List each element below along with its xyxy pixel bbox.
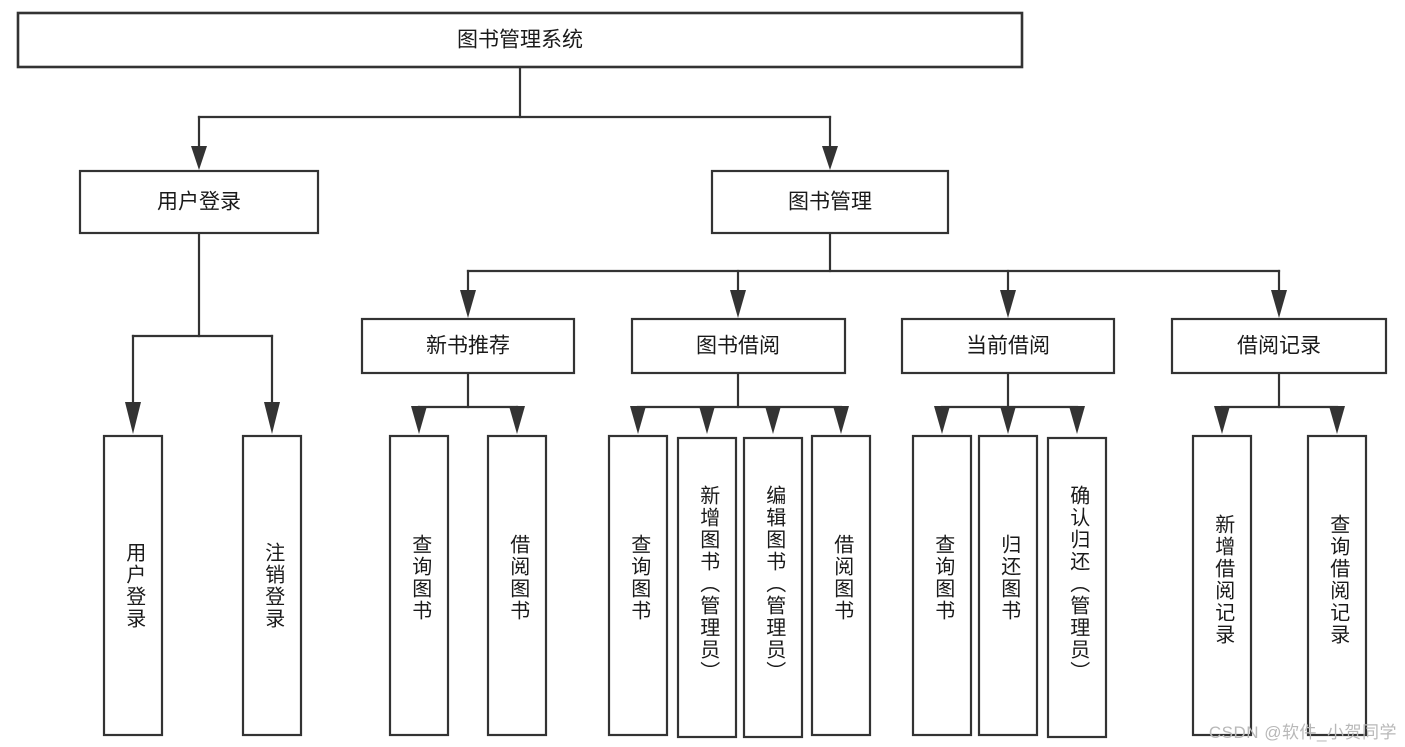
node-book-management-label: 图书管理 xyxy=(788,191,872,214)
leaf-borrow-book-2-label: 借阅图书 xyxy=(831,534,854,622)
arrow-to-leaf-confirm-return xyxy=(1069,406,1085,434)
node-book-borrow[interactable]: 图书借阅 xyxy=(630,317,847,375)
leaf-user-login-box[interactable] xyxy=(102,434,164,737)
leaf-add-book-box[interactable] xyxy=(676,436,738,739)
leaf-query-borrow-record-box[interactable] xyxy=(1306,434,1368,737)
leaf-query-book-3-box[interactable] xyxy=(911,434,973,737)
node-book-management[interactable]: 图书管理 xyxy=(710,169,950,235)
node-current-borrow-label: 当前借阅 xyxy=(966,335,1050,358)
leaf-return-book-box[interactable] xyxy=(977,434,1039,737)
node-current-borrow-box[interactable] xyxy=(900,317,1116,375)
leaf-logout-login-box[interactable] xyxy=(241,434,303,737)
node-root[interactable]: 图书管理系统 xyxy=(16,11,1024,69)
arrow-to-new-book-recommend xyxy=(460,290,476,318)
arrow-to-borrow-record xyxy=(1271,290,1287,318)
node-borrow-record-box[interactable] xyxy=(1170,317,1388,375)
arrow-to-leaf-add-book xyxy=(699,406,715,434)
connector-layer xyxy=(125,65,1345,434)
arrow-to-book-borrow xyxy=(730,290,746,318)
arrow-to-leaf-borrow-book-2 xyxy=(833,406,849,434)
leaf-confirm-return[interactable]: 确认归还（管理员） xyxy=(1046,436,1108,739)
arrow-to-leaf-query-borrow-record xyxy=(1329,406,1345,434)
leaf-borrow-book-2[interactable]: 借阅图书 xyxy=(810,434,872,737)
node-user-login-box[interactable] xyxy=(78,169,320,235)
arrow-to-leaf-add-borrow-record xyxy=(1214,406,1230,434)
leaf-query-book-1[interactable]: 查询图书 xyxy=(388,434,450,737)
node-new-book-recommend-label: 新书推荐 xyxy=(426,335,510,358)
leaf-return-book-label: 归还图书 xyxy=(998,534,1021,622)
arrow-to-leaf-user-login xyxy=(125,402,141,434)
leaf-add-borrow-record-label: 新增借阅记录 xyxy=(1212,514,1235,646)
arrow-to-book-management xyxy=(822,146,838,170)
arrow-to-leaf-logout-login xyxy=(264,402,280,434)
arrow-to-leaf-edit-book xyxy=(765,406,781,434)
leaf-borrow-book-1-box[interactable] xyxy=(486,434,548,737)
leaf-edit-book-label: 编辑图书（管理员） xyxy=(763,485,786,683)
node-borrow-record[interactable]: 借阅记录 xyxy=(1170,317,1388,375)
leaf-query-book-2[interactable]: 查询图书 xyxy=(607,434,669,737)
arrow-to-leaf-return-book xyxy=(1000,406,1016,434)
leaf-logout-login[interactable]: 注销登录 xyxy=(241,434,303,737)
csdn-watermark: CSDN @软件_小贺同学 xyxy=(1208,723,1397,742)
leaf-query-book-3[interactable]: 查询图书 xyxy=(911,434,973,737)
arrow-to-leaf-query-book-3 xyxy=(934,406,950,434)
leaf-borrow-book-1[interactable]: 借阅图书 xyxy=(486,434,548,737)
leaf-add-book-label: 新增图书（管理员） xyxy=(697,485,720,683)
leaf-query-book-3-label: 查询图书 xyxy=(932,534,955,622)
node-new-book-recommend[interactable]: 新书推荐 xyxy=(360,317,576,375)
node-book-borrow-label: 图书借阅 xyxy=(696,335,780,358)
leaf-edit-book[interactable]: 编辑图书（管理员） xyxy=(742,436,804,739)
node-new-book-recommend-box[interactable] xyxy=(360,317,576,375)
arrow-to-leaf-query-book-1 xyxy=(411,406,427,434)
node-root-box[interactable] xyxy=(16,11,1024,69)
arrow-to-leaf-borrow-book-1 xyxy=(509,406,525,434)
leaf-edit-book-box[interactable] xyxy=(742,436,804,739)
leaf-user-login-label: 用户登录 xyxy=(123,542,146,630)
arrow-to-user-login xyxy=(191,146,207,170)
leaf-confirm-return-label: 确认归还（管理员） xyxy=(1067,485,1090,683)
leaf-query-book-1-label: 查询图书 xyxy=(409,534,432,622)
leaf-query-book-2-box[interactable] xyxy=(607,434,669,737)
leaf-query-book-2-label: 查询图书 xyxy=(628,534,651,622)
leaf-query-book-1-box[interactable] xyxy=(388,434,450,737)
leaf-confirm-return-box[interactable] xyxy=(1046,436,1108,739)
node-root-label: 图书管理系统 xyxy=(457,29,583,52)
arrow-to-current-borrow xyxy=(1000,290,1016,318)
leaf-add-borrow-record-box[interactable] xyxy=(1191,434,1253,737)
leaf-query-borrow-record[interactable]: 查询借阅记录 xyxy=(1306,434,1368,737)
leaf-borrow-book-2-box[interactable] xyxy=(810,434,872,737)
leaf-add-book[interactable]: 新增图书（管理员） xyxy=(676,436,738,739)
leaf-logout-login-label: 注销登录 xyxy=(262,542,285,630)
leaf-user-login[interactable]: 用户登录 xyxy=(102,434,164,737)
leaf-query-borrow-record-label: 查询借阅记录 xyxy=(1327,514,1350,646)
arrow-to-leaf-query-book-2 xyxy=(630,406,646,434)
node-user-login[interactable]: 用户登录 xyxy=(78,169,320,235)
leaf-borrow-book-1-label: 借阅图书 xyxy=(507,534,530,622)
node-book-borrow-box[interactable] xyxy=(630,317,847,375)
node-current-borrow[interactable]: 当前借阅 xyxy=(900,317,1116,375)
node-book-management-box[interactable] xyxy=(710,169,950,235)
leaf-add-borrow-record[interactable]: 新增借阅记录 xyxy=(1191,434,1253,737)
node-borrow-record-label: 借阅记录 xyxy=(1237,335,1321,358)
leaf-return-book[interactable]: 归还图书 xyxy=(977,434,1039,737)
node-user-login-label: 用户登录 xyxy=(157,191,241,214)
